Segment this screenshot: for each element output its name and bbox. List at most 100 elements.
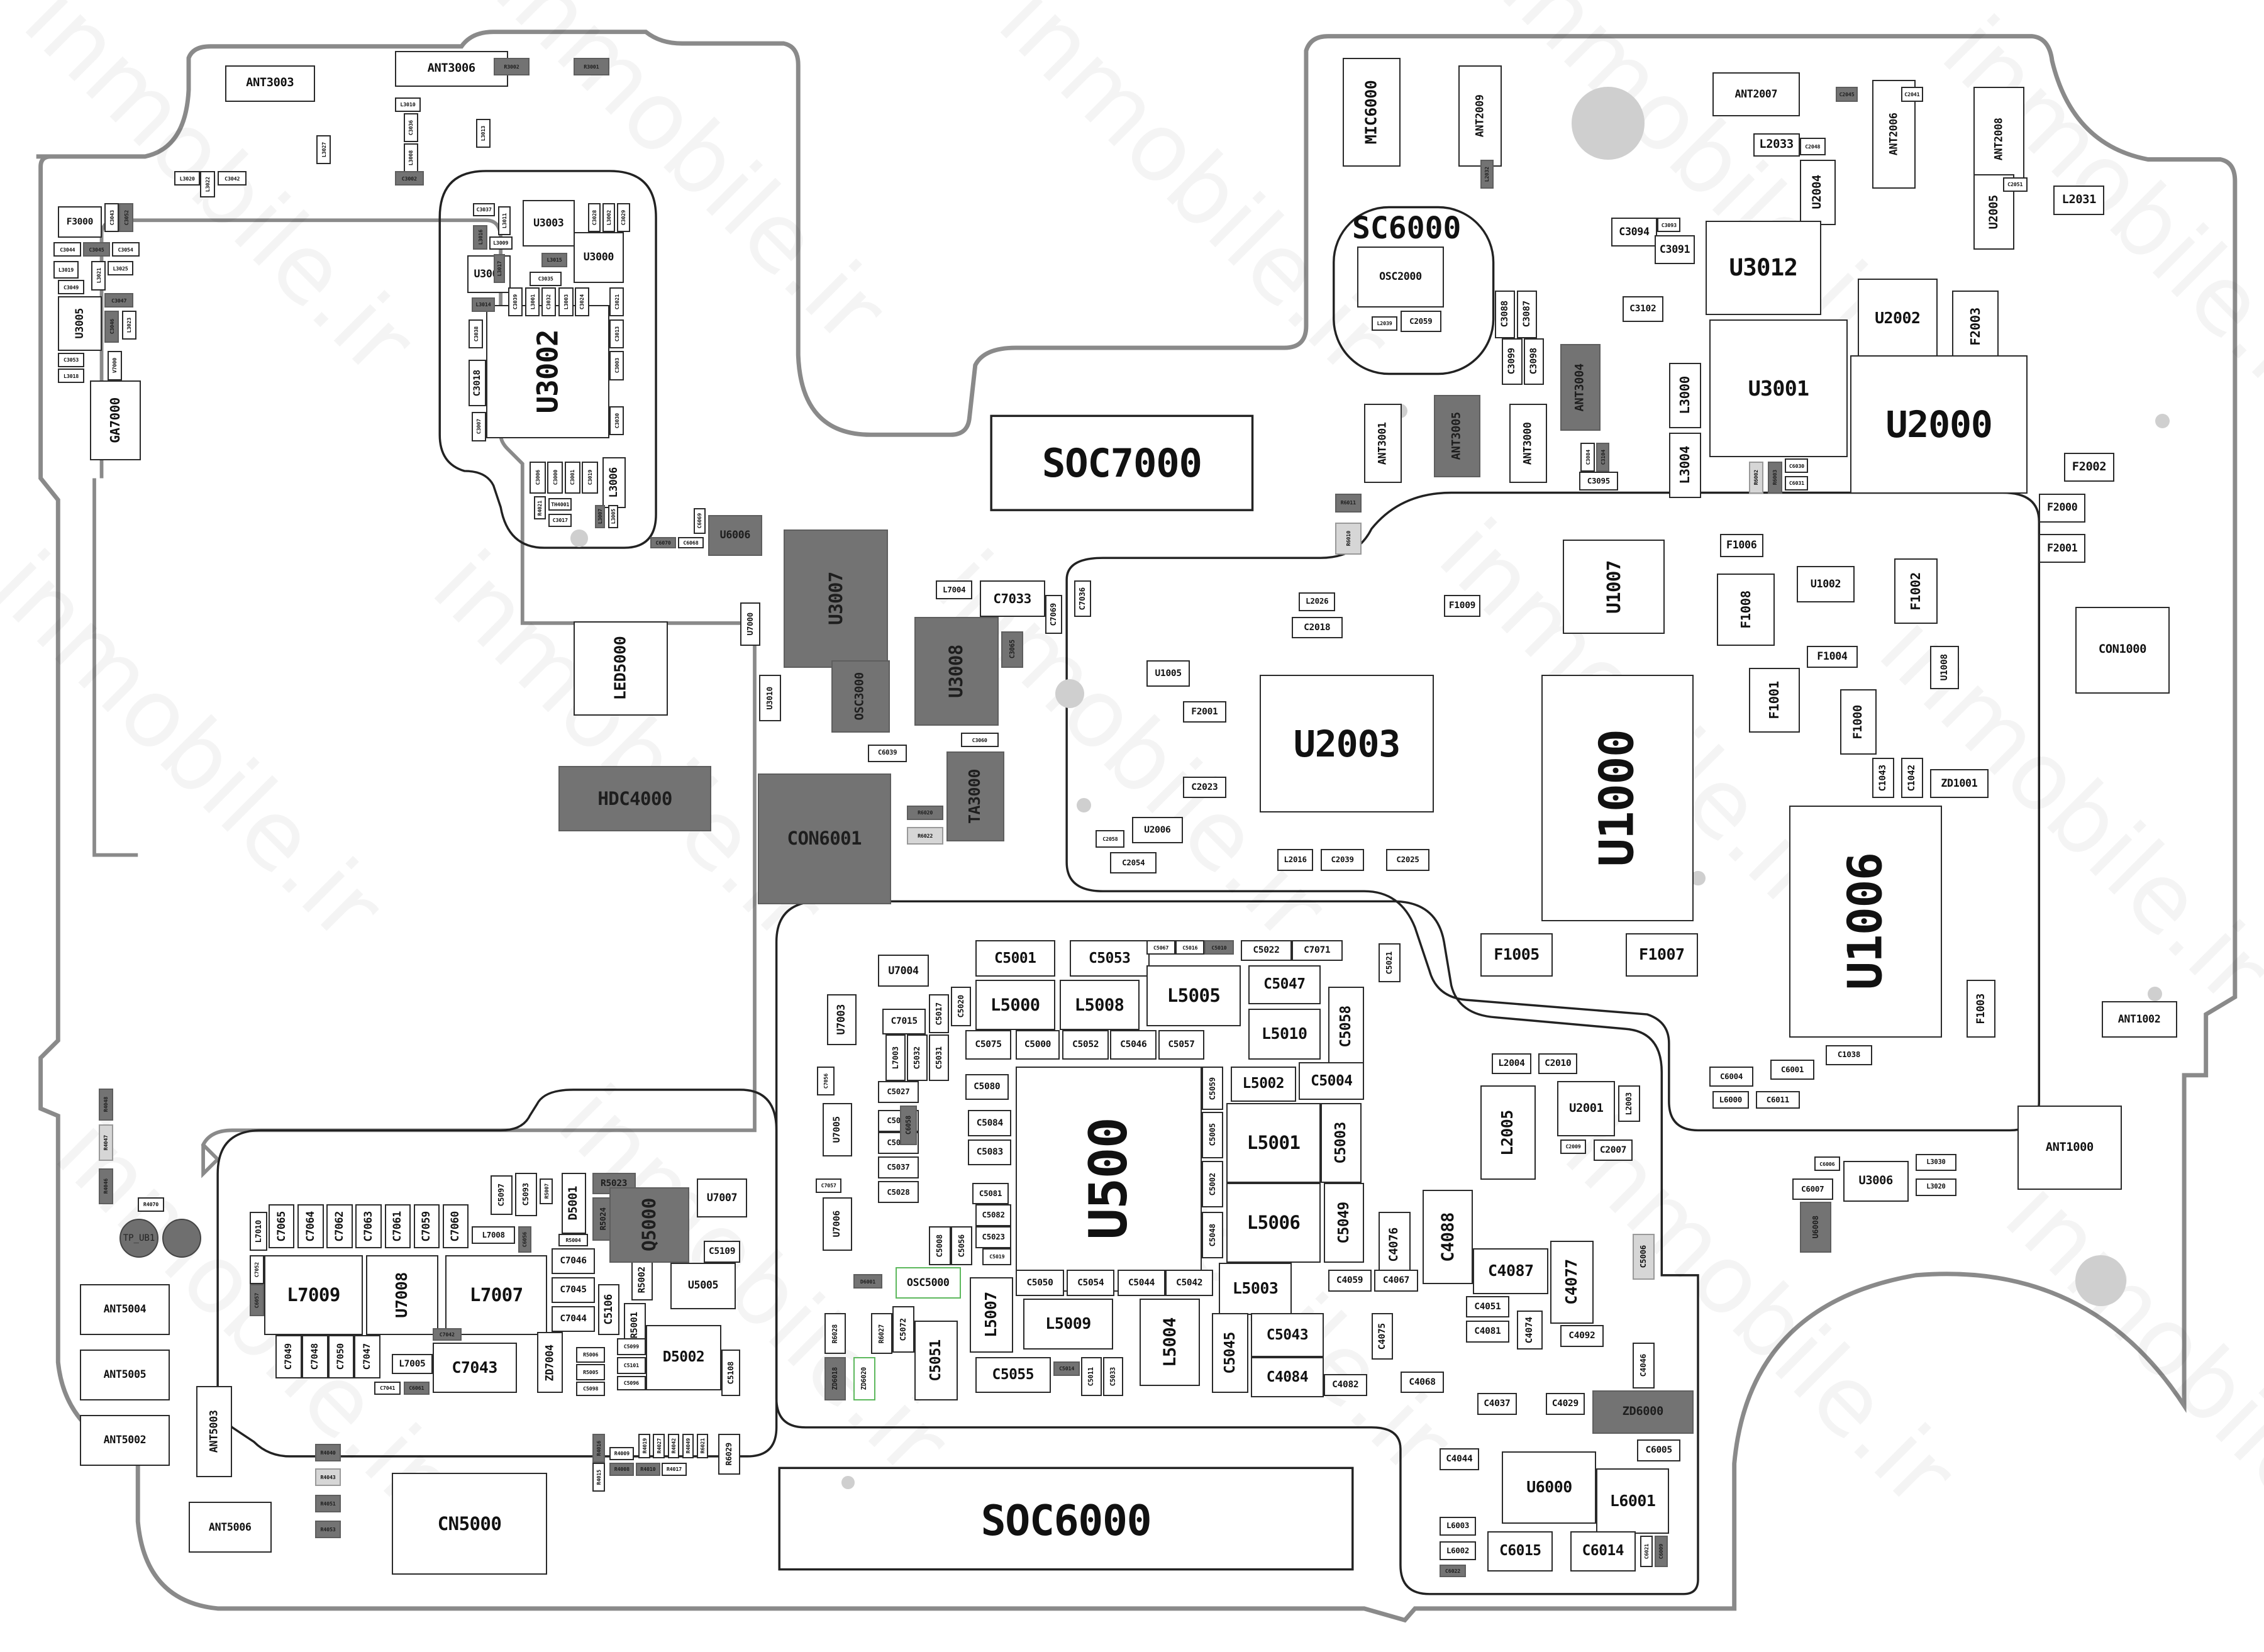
rf-shield	[1065, 491, 2041, 1132]
component-c6056: C6056	[518, 1226, 531, 1253]
component-label: L6001	[1609, 1491, 1656, 1510]
component-c5099: C5099	[616, 1338, 646, 1356]
component-label: F3000	[66, 216, 94, 227]
component-label: L7010	[253, 1219, 263, 1243]
component-c3046: C3046	[104, 310, 119, 343]
component-c5049: C5049	[1323, 1182, 1365, 1263]
mounting-hole-pad	[570, 529, 588, 547]
component-label: R6010	[1345, 531, 1351, 546]
component-label: C5020	[955, 995, 965, 1018]
component-label: U1008	[1939, 654, 1950, 681]
component-l7003: L7003	[885, 1034, 906, 1082]
component-c7049: C7049	[275, 1335, 302, 1379]
component-label: F1009	[1448, 601, 1476, 611]
component-u7005: U7005	[823, 1102, 852, 1157]
component-label: C5081	[979, 1188, 1002, 1198]
board-edge	[36, 30, 2238, 1623]
component-c3047: C3047	[104, 293, 134, 308]
component-label: L3002	[605, 210, 612, 226]
component-label: R5001	[630, 1311, 640, 1339]
component-l6002: L6002	[1440, 1541, 1476, 1560]
component-c6005: C6005	[1637, 1439, 1681, 1461]
component-l3004: L3004	[1668, 432, 1701, 498]
component-label: C3044	[60, 246, 75, 253]
component-label: R4027	[655, 1438, 662, 1454]
component-c7041: C7041	[374, 1381, 401, 1395]
component-label: R5006	[583, 1351, 599, 1358]
component-label: C4029	[1551, 1399, 1579, 1409]
component-c5022: C5022	[1241, 940, 1292, 961]
component-u2003: U2003	[1260, 675, 1434, 813]
component-label: C3003	[613, 358, 620, 374]
u500-shield	[775, 900, 1699, 1595]
component-c5050: C5050	[1016, 1270, 1064, 1296]
component-c7046: C7046	[551, 1248, 596, 1275]
component-c5008: C5008	[928, 1226, 951, 1266]
component-c5031: C5031	[928, 1034, 950, 1082]
component-f3000: F3000	[58, 206, 102, 238]
component-c4087: C4087	[1473, 1248, 1549, 1295]
component-u3000: U3000	[573, 232, 624, 283]
component-label: C6061	[409, 1385, 425, 1392]
component-label: C5082	[982, 1210, 1005, 1220]
component-c4084: C4084	[1251, 1356, 1324, 1398]
component-l3020b: L3020	[1916, 1178, 1956, 1196]
component-label: C4044	[1446, 1454, 1473, 1465]
component-c5057: C5057	[1158, 1030, 1205, 1060]
component-c5056: C5056	[950, 1226, 973, 1266]
component-label: U7005	[832, 1116, 843, 1143]
component-label: C3036	[407, 119, 414, 136]
component-label: C7049	[283, 1343, 294, 1370]
component-label: R4051	[320, 1500, 336, 1507]
component-u7003: U7003	[827, 994, 857, 1045]
component-l3030: L3030	[1916, 1153, 1956, 1172]
component-label: ZD6020	[860, 1367, 868, 1390]
component-r4009: R4009	[609, 1446, 635, 1460]
component-th4001: TH4001	[548, 497, 572, 511]
component-label: C5072	[898, 1317, 908, 1341]
component-l3027: L3027	[316, 135, 331, 164]
component-label: ANT3006	[427, 62, 476, 75]
component-label: R4017	[666, 1466, 682, 1473]
component-c5016: C5016	[1175, 940, 1205, 955]
component-r5005: R5005	[576, 1364, 606, 1380]
component-c5052: C5052	[1062, 1030, 1109, 1060]
component-c3000: C3000	[547, 461, 563, 494]
component-label: U2002	[1875, 309, 1921, 328]
component-label: R4010	[640, 1466, 656, 1473]
component-label: U1002	[1810, 577, 1841, 590]
component-f1007: F1007	[1625, 933, 1698, 977]
component-label: C5101	[623, 1362, 639, 1369]
mounting-hole-pad	[1077, 798, 1092, 813]
component-c5044: C5044	[1117, 1270, 1166, 1296]
component-c5045: C5045	[1211, 1313, 1248, 1394]
component-c3021: C3021	[609, 287, 624, 317]
test-point-tp-ub1: TP_UB1	[119, 1219, 158, 1258]
component-label: C4051	[1474, 1301, 1501, 1312]
component-ant3006: ANT3006	[394, 50, 508, 87]
component-u1006: U1006	[1789, 805, 1942, 1038]
component-l3015: L3015	[541, 252, 568, 267]
component-label: C4076	[1387, 1227, 1401, 1262]
component-label: C3013	[613, 326, 620, 341]
component-label: L7004	[943, 584, 966, 594]
component-c5032: C5032	[907, 1034, 928, 1082]
component-u6008: U6008	[1799, 1201, 1832, 1253]
component-c3102: C3102	[1623, 296, 1663, 323]
component-c5082: C5082	[975, 1204, 1012, 1226]
component-c5072: C5072	[892, 1306, 914, 1353]
component-label: C1042	[1907, 764, 1917, 792]
component-u7006: U7006	[823, 1197, 852, 1251]
component-c3088: C3088	[1494, 290, 1516, 338]
component-label: C6004	[1719, 1072, 1743, 1082]
component-u2004: U2004	[1799, 159, 1836, 225]
component-label: ANT2009	[1473, 94, 1486, 138]
component-label: C2048	[1805, 143, 1821, 150]
component-l3023: L3023	[121, 310, 136, 340]
component-label: L5009	[1045, 1314, 1091, 1333]
component-c2018: C2018	[1291, 616, 1343, 639]
component-label: U7004	[888, 964, 919, 977]
component-label: F1007	[1639, 945, 1685, 963]
component-label: C6005	[1645, 1445, 1673, 1456]
component-r3002: R3002	[493, 58, 530, 75]
